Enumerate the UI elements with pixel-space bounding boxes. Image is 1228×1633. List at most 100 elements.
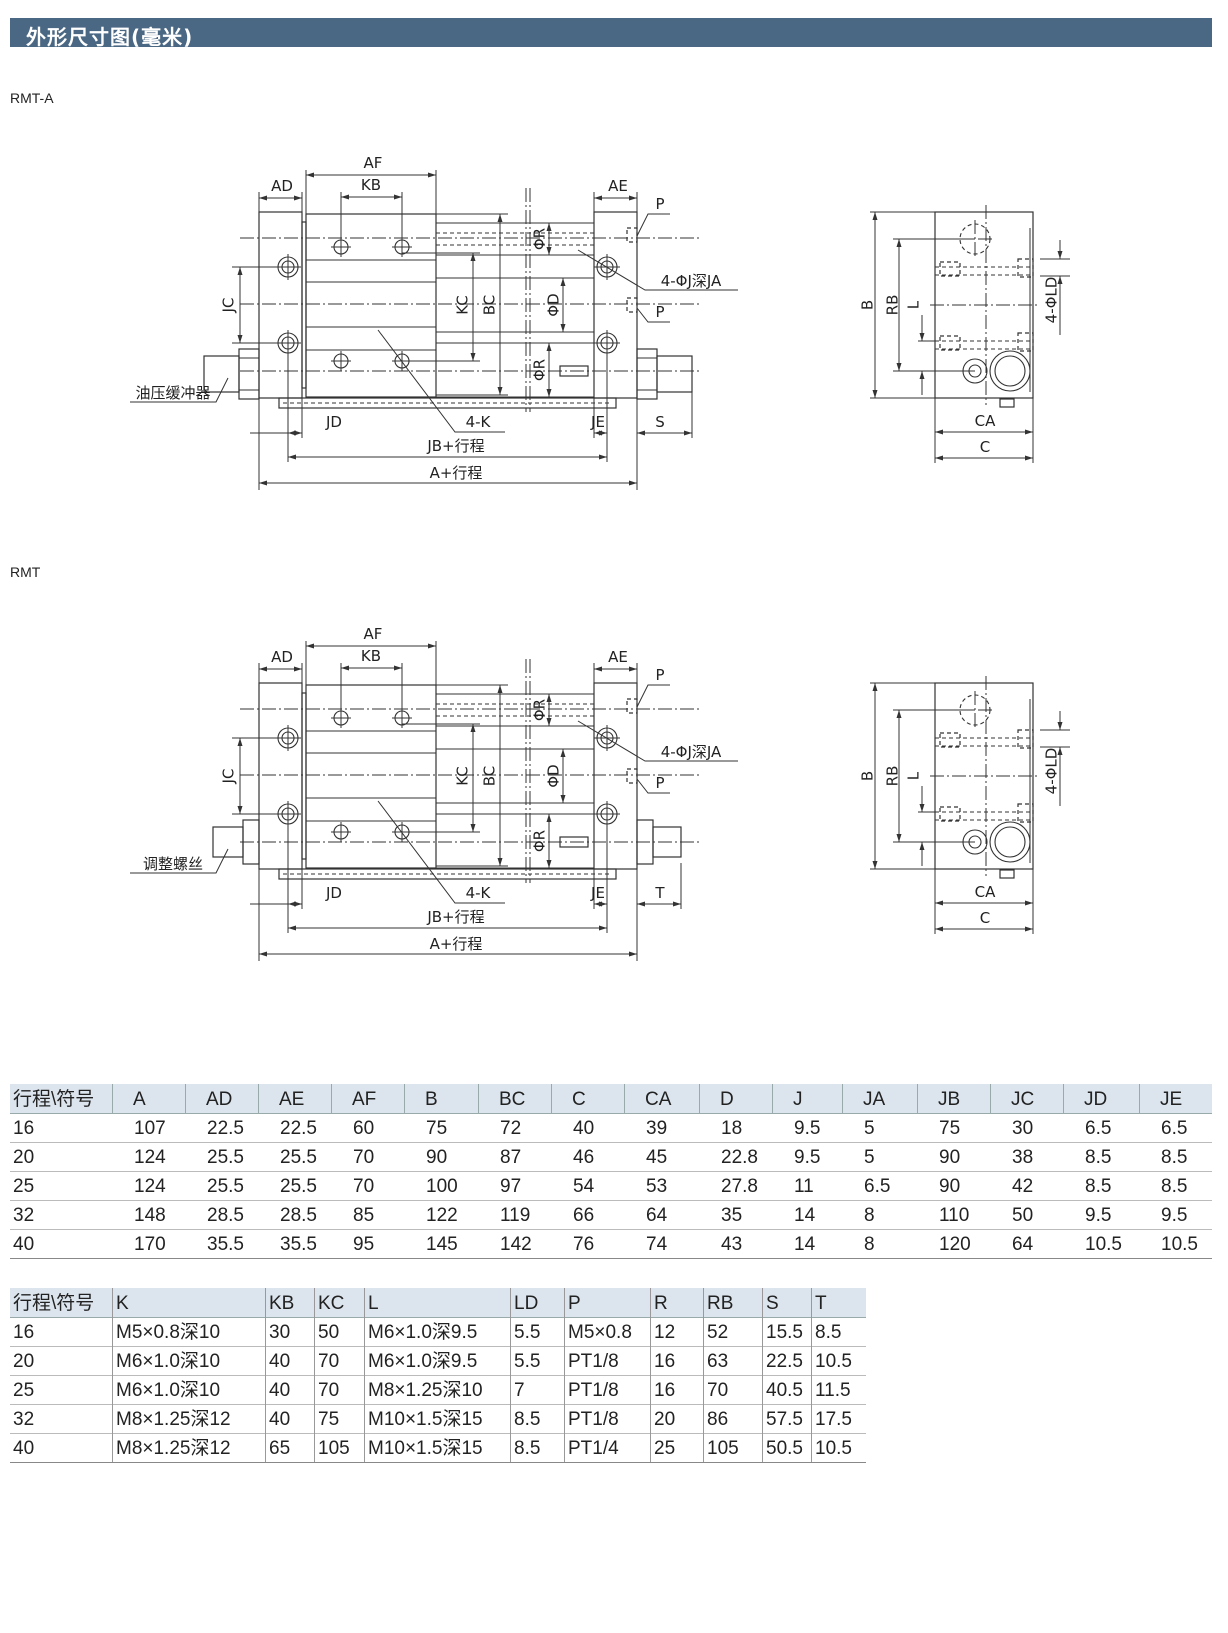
- table-cell: 18: [721, 1118, 743, 1139]
- arrowhead: [1025, 429, 1033, 435]
- rod-end-plate: [593, 211, 638, 399]
- arrowhead: [259, 666, 267, 672]
- column-header: AE: [258, 1084, 331, 1113]
- arrowhead: [599, 901, 607, 907]
- seal-strip: [301, 221, 307, 389]
- column-header: KC: [314, 1288, 364, 1317]
- column-header: L: [364, 1288, 510, 1317]
- table-cell: 10.5: [811, 1433, 866, 1462]
- arrowhead: [546, 389, 552, 397]
- arrowhead: [428, 172, 436, 178]
- table-cell: 90: [939, 1176, 961, 1197]
- arrowhead: [546, 223, 552, 231]
- table-cell: PT1/8: [564, 1375, 650, 1404]
- column-header: AD: [185, 1084, 258, 1113]
- table-cell: 9.5: [1161, 1205, 1188, 1226]
- arrowhead: [594, 666, 602, 672]
- arrowhead: [546, 860, 552, 868]
- leader-p-top: [636, 213, 670, 237]
- cylinder-body: [305, 684, 437, 869]
- leader-k: [377, 329, 505, 433]
- label-l: L: [905, 771, 923, 780]
- table-cell: 110: [939, 1205, 970, 1226]
- screw-nut-left: [242, 819, 260, 865]
- label-jd: JD: [325, 413, 342, 431]
- arrowhead: [935, 455, 943, 461]
- label-kc: KC: [454, 295, 472, 315]
- table-cell: 90: [939, 1147, 961, 1168]
- table-cell: 60: [353, 1118, 375, 1139]
- label-d: ΦD: [545, 293, 563, 316]
- rod-end-plate: [593, 682, 638, 870]
- label-k-holes: 4-K: [466, 884, 492, 902]
- table-cell: 20: [650, 1404, 703, 1433]
- table-cell: 35.5: [207, 1234, 244, 1255]
- table-cell: M5×0.8深10: [112, 1317, 265, 1346]
- leader-k: [377, 800, 505, 904]
- table-cell: 9.5: [794, 1147, 821, 1168]
- arrowhead: [470, 724, 476, 732]
- adjust-screw-left: [212, 826, 244, 858]
- table-cell: PT1/4: [564, 1433, 650, 1462]
- label-c: C: [980, 438, 990, 456]
- table-cell: 25.5: [280, 1176, 317, 1197]
- label-r-bottom: ΦR: [531, 359, 549, 381]
- leader-j: [577, 249, 738, 291]
- table-cell: 142: [500, 1234, 532, 1255]
- label-c: C: [980, 909, 990, 927]
- table-cell: 100: [426, 1176, 458, 1197]
- table-cell: 40: [265, 1404, 314, 1433]
- column-header: J: [772, 1084, 842, 1113]
- label-j-holes: 4-ΦJ深JA: [661, 743, 722, 761]
- label-rb: RB: [884, 295, 902, 316]
- table-cell: 120: [939, 1234, 971, 1255]
- ld-counterbore: [1017, 729, 1034, 749]
- table-cell: 170: [134, 1234, 166, 1255]
- table-cell: 7: [510, 1375, 564, 1404]
- label-r-top: ΦR: [531, 228, 549, 250]
- table-cell: 40.5: [762, 1375, 811, 1404]
- arrowhead: [237, 738, 243, 746]
- side-marker: [999, 869, 1015, 879]
- column-header: S: [762, 1288, 811, 1317]
- table-cell: 12: [650, 1317, 703, 1346]
- table-cell: 95: [353, 1234, 375, 1255]
- leader-p-mid: [636, 307, 670, 323]
- table-cell: 74: [646, 1234, 668, 1255]
- arrowhead: [259, 480, 267, 486]
- arrowhead: [599, 925, 607, 931]
- arrowhead: [1057, 747, 1063, 755]
- arrowhead: [560, 278, 566, 286]
- column-header: JD: [1063, 1084, 1139, 1113]
- column-header: JB: [917, 1084, 990, 1113]
- table-cell: 32: [13, 1409, 35, 1430]
- table-cell: 30: [1012, 1118, 1034, 1139]
- table-cell: 75: [314, 1404, 364, 1433]
- label-bc: BC: [481, 295, 499, 316]
- table-cell: 10.5: [1161, 1234, 1198, 1255]
- label-kb: KB: [361, 647, 381, 665]
- arrowhead: [394, 665, 402, 671]
- table-cell: 20: [13, 1351, 35, 1372]
- label-kb: KB: [361, 176, 381, 194]
- table-cell: 11: [794, 1176, 814, 1197]
- table-cell: 27.8: [721, 1176, 758, 1197]
- rod-end-inner: [994, 826, 1026, 858]
- arrowhead: [673, 901, 681, 907]
- arrowhead: [470, 824, 476, 832]
- table-cell: 50.5: [762, 1433, 811, 1462]
- table-cell: 17.5: [811, 1404, 866, 1433]
- column-header: R: [650, 1288, 703, 1317]
- shock-absorber-right: [656, 355, 693, 393]
- table-cell: 87: [500, 1147, 522, 1168]
- rod-slot: [559, 836, 589, 848]
- arrowhead: [428, 643, 436, 649]
- table-cell: 11.5: [811, 1375, 866, 1404]
- table-cell: 105: [314, 1433, 364, 1462]
- table-cell: 57.5: [762, 1404, 811, 1433]
